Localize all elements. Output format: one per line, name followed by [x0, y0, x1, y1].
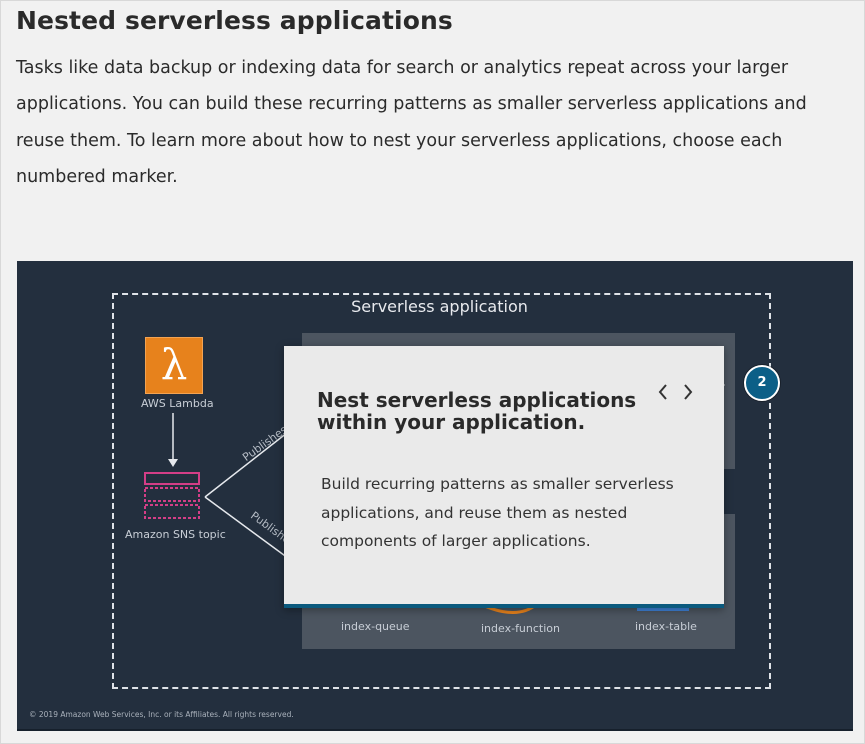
sns-topic-label: Amazon SNS topic — [125, 528, 226, 541]
previous-marker-button[interactable] — [653, 380, 673, 404]
intro-paragraph: Tasks like data backup or indexing data … — [16, 58, 807, 187]
next-marker-button[interactable] — [678, 380, 698, 404]
index-table-label: index-table — [635, 620, 697, 633]
popup-body: Build recurring patterns as smaller serv… — [321, 475, 674, 550]
serverless-application-boundary — [112, 293, 771, 689]
lambda-label: AWS Lambda — [141, 397, 214, 410]
index-function-label: index-function — [481, 622, 560, 635]
popup-title: Nest serverless applications within your… — [317, 388, 637, 434]
copyright-notice: © 2019 Amazon Web Services, Inc. or its … — [29, 710, 294, 719]
chevron-right-icon — [684, 384, 693, 400]
serverless-application-title: Serverless application — [351, 297, 528, 316]
page-title: Nested serverless applications — [16, 6, 453, 35]
marker-popup: Nest serverless applications within your… — [284, 346, 724, 608]
diagram-bottom-edge — [17, 729, 853, 731]
index-queue-label: index-queue — [341, 620, 410, 633]
numbered-marker-2[interactable]: 2 — [744, 365, 780, 401]
chevron-left-icon — [658, 384, 667, 400]
sns-topic-icon — [144, 472, 200, 519]
lambda-icon: λ — [145, 337, 203, 394]
